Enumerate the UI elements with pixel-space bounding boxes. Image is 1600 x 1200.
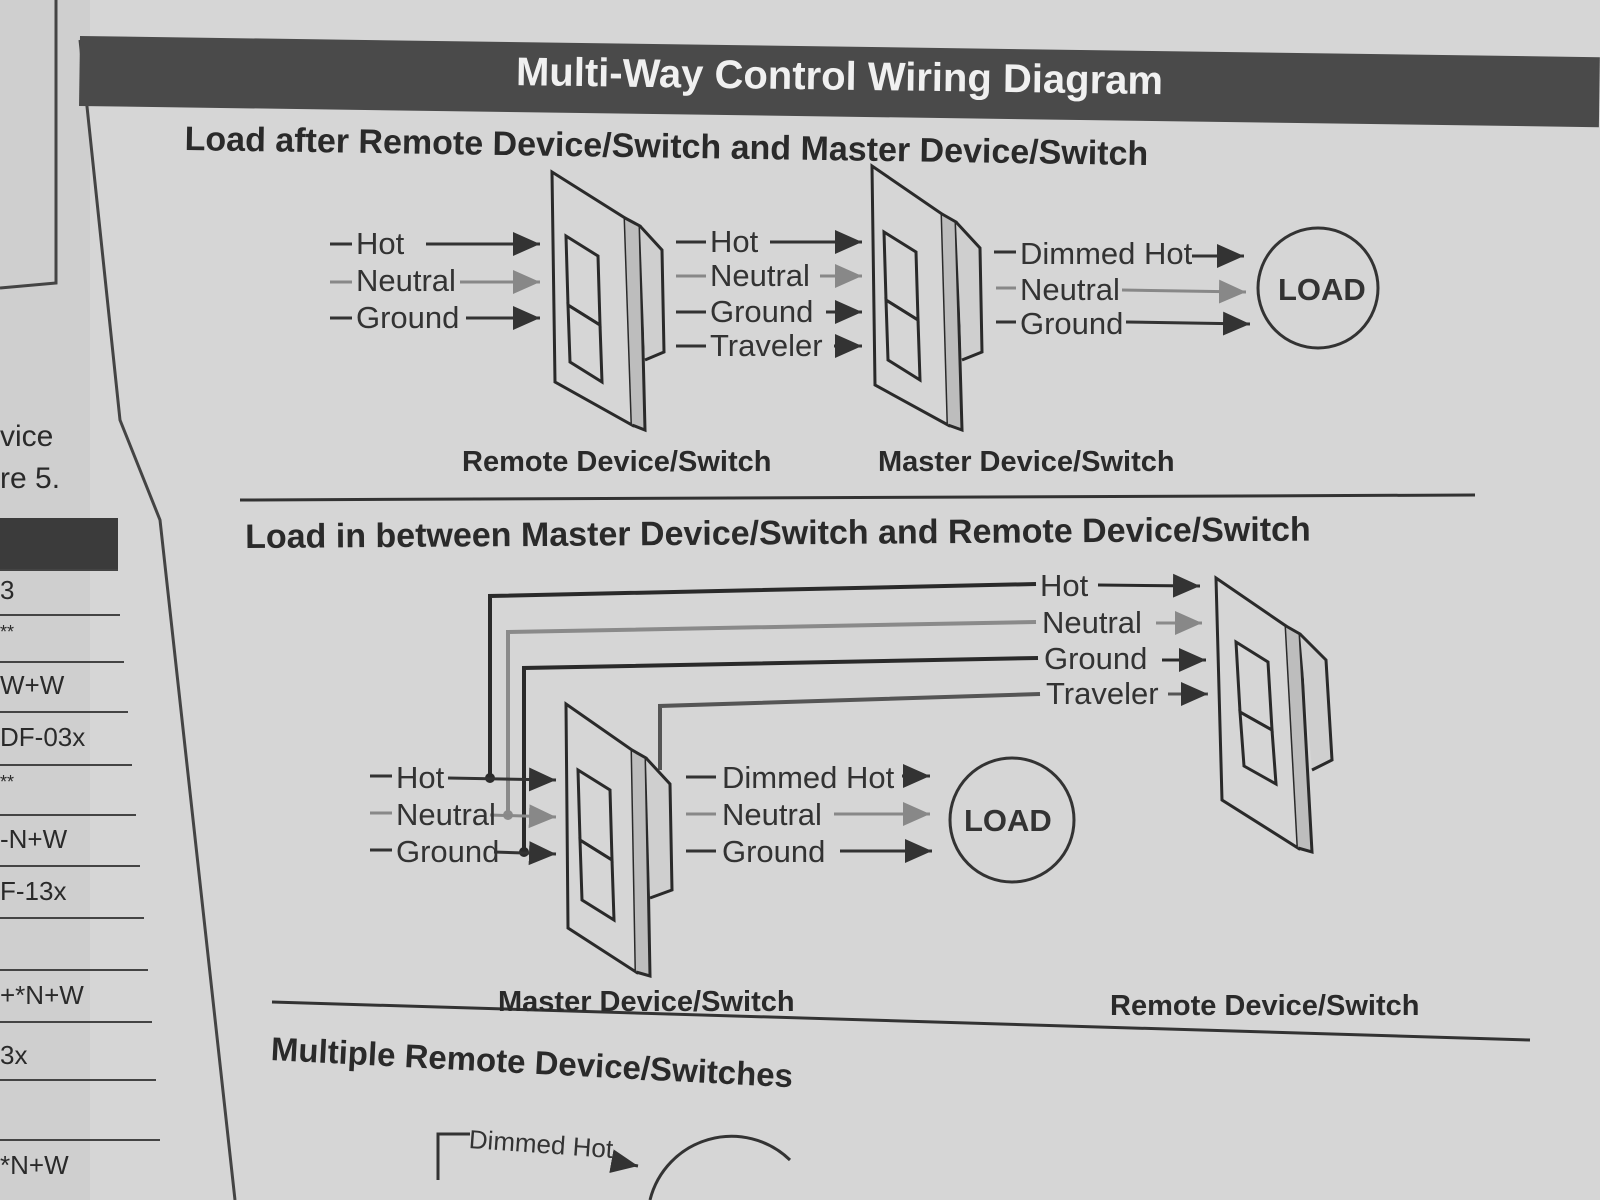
table-cell: ** [0,622,15,642]
s2-remote-neutral-label: Neutral [1042,605,1142,640]
s2-in-hot-label: Hot [396,760,445,795]
section2-heading: Load in between Master Device/Switch and… [245,510,1311,556]
remote-switch-2 [1214,575,1334,855]
s1-out-neutral-label: Neutral [1020,272,1120,307]
s1-out-ground-label: Ground [1020,306,1124,341]
s2-remote-traveler-label: Traveler [1046,676,1159,711]
s2-out-dimmed-hot-label: Dimmed Hot [722,760,895,795]
margin-text-1: vice [0,420,54,453]
s2-load-label: LOAD [964,803,1052,838]
s1-mid-ground-label: Ground [710,294,814,329]
s2-caption-master: Master Device/Switch [498,986,795,1018]
table-cell: 3x [0,1040,28,1070]
page-sheet [90,0,1600,1200]
table-cell: +*N+W [0,980,84,1010]
table-cell: ** [0,772,15,792]
table-cell: *N+W [0,1150,69,1180]
load-circle-1 [1256,226,1380,350]
s2-in-neutral-label: Neutral [396,797,496,832]
master-switch-2 [564,701,674,978]
s2-remote-hot-label: Hot [1040,568,1089,603]
master-switch-1 [870,163,984,433]
table-cell: -N+W [0,824,68,854]
table-cell: DF-03x [0,722,86,752]
s1-caption-remote: Remote Device/Switch [462,446,772,478]
table-cell: W+W [0,670,65,700]
s1-in-ground-label: Ground [356,300,460,335]
s1-load-label: LOAD [1278,272,1366,307]
table-cell: 3 [0,575,15,605]
s1-in-hot-label: Hot [356,226,405,261]
s2-in-ground-label: Ground [396,834,500,869]
s1-mid-hot-label: Hot [710,224,759,259]
table-cell: F-13x [0,876,67,906]
remote-switch-1 [550,169,666,433]
s2-remote-ground-label: Ground [1044,641,1148,676]
s1-mid-neutral-label: Neutral [710,258,810,293]
margin-text-2: re 5. [0,462,61,495]
s2-out-neutral-label: Neutral [722,797,822,832]
load-circle-2 [948,756,1076,884]
s1-out-dimmed-hot-label: Dimmed Hot [1020,236,1193,271]
s1-mid-traveler-label: Traveler [710,328,823,363]
s1-caption-master: Master Device/Switch [878,446,1175,478]
s1-in-neutral-label: Neutral [356,263,456,298]
s2-out-ground-label: Ground [722,834,826,869]
s2-caption-remote: Remote Device/Switch [1110,990,1420,1022]
